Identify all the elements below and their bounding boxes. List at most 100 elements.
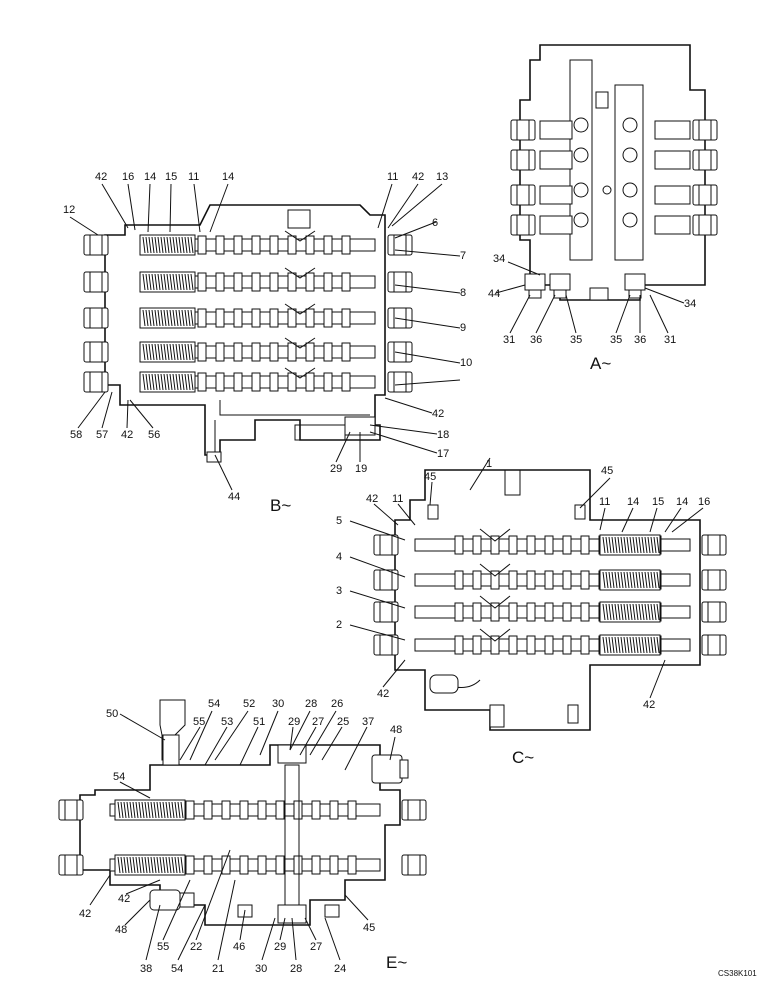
- part-label-e: 37: [362, 716, 374, 728]
- spring-coil: [632, 571, 636, 589]
- spring-coil: [614, 536, 618, 554]
- leader-line: [397, 503, 416, 526]
- leader-line: [209, 183, 229, 233]
- view-c-drawing: [373, 469, 727, 731]
- spring-coil: [184, 309, 188, 327]
- leader-line: [289, 726, 294, 751]
- spring-coil: [151, 309, 155, 327]
- end-plug: [510, 184, 536, 206]
- spring-coil: [154, 273, 158, 291]
- part-label-c: 16: [698, 496, 710, 508]
- spool-land: [311, 800, 321, 820]
- spring-coil: [617, 571, 621, 589]
- passage-line: [284, 337, 316, 349]
- plug: [549, 273, 571, 291]
- spring-coil: [156, 801, 160, 819]
- spring-coil: [608, 536, 612, 554]
- part-label-c: 2: [336, 619, 342, 631]
- spring-coil: [635, 636, 639, 654]
- spool-land: [544, 635, 554, 655]
- part-label-e: 28: [305, 698, 317, 710]
- part-label-a: 31: [503, 334, 515, 346]
- part-label-c: 42: [366, 493, 378, 505]
- part-label-e: 53: [221, 716, 233, 728]
- leader-line: [387, 183, 419, 229]
- port-fitting: [654, 215, 691, 235]
- spool-land: [454, 535, 464, 555]
- spring-coil: [147, 856, 151, 874]
- spool-land: [221, 800, 231, 820]
- leader-line: [324, 917, 341, 961]
- spring-coil: [154, 309, 158, 327]
- part-label-b: 29: [330, 463, 342, 475]
- port-circle: [573, 147, 589, 163]
- spring-coil: [626, 536, 630, 554]
- leader-line: [189, 710, 213, 761]
- spring-coil: [187, 309, 191, 327]
- part-label-b: 44: [228, 491, 240, 503]
- passage-line: [284, 303, 316, 315]
- part-label-b: 13: [436, 171, 448, 183]
- view-label-e: E~: [386, 953, 407, 972]
- view-a-drawing: [510, 44, 718, 301]
- spool-land: [490, 535, 500, 555]
- part-label-e: 48: [390, 724, 402, 736]
- end-plug: [701, 601, 727, 623]
- spring-coil: [166, 273, 170, 291]
- port-fitting: [654, 150, 691, 170]
- spool-land: [323, 308, 333, 328]
- spool-land: [287, 372, 297, 392]
- end-plug: [692, 184, 718, 206]
- part-label-b: 56: [148, 429, 160, 441]
- spring-coil: [160, 309, 164, 327]
- port-circle: [622, 182, 638, 198]
- end-plug: [387, 271, 413, 293]
- spring-coil: [180, 801, 184, 819]
- spool-land: [311, 855, 321, 875]
- spool-land: [329, 800, 339, 820]
- leader-line: [671, 507, 704, 533]
- passage-line: [284, 230, 316, 242]
- spring-coil: [626, 636, 630, 654]
- spring-coil: [151, 236, 155, 254]
- spring-coil: [157, 309, 161, 327]
- port-circle: [573, 212, 589, 228]
- leader-line: [389, 736, 396, 761]
- spring-coil: [178, 309, 182, 327]
- port-circle: [622, 147, 638, 163]
- part-label-e: 50: [106, 708, 118, 720]
- spring-coil: [156, 856, 160, 874]
- leader-line: [344, 894, 369, 921]
- spool-land: [544, 570, 554, 590]
- spring-coil: [148, 343, 152, 361]
- passage-line: [479, 628, 511, 642]
- spring-coil: [623, 636, 627, 654]
- spring-coil: [154, 343, 158, 361]
- spool-land: [233, 342, 243, 362]
- view-b-labels: 42 16 14 15 11 14 11 42 13 12 6 7 8 9 10…: [63, 171, 472, 515]
- part-label-c: 3: [336, 585, 342, 597]
- leader-line: [239, 726, 259, 766]
- leader-line: [394, 221, 437, 239]
- part-label-c: 42: [377, 688, 389, 700]
- spring-coil: [172, 373, 176, 391]
- spring-coil: [126, 856, 130, 874]
- part-label-e: 27: [310, 941, 322, 953]
- spool-land: [287, 235, 297, 255]
- spool-land: [508, 570, 518, 590]
- part-label-a: 44: [488, 288, 500, 300]
- spring-coil: [144, 801, 148, 819]
- leader-line: [193, 183, 201, 233]
- spring-coil: [611, 636, 615, 654]
- spool-land: [293, 800, 303, 820]
- part-label-e: 54: [208, 698, 220, 710]
- spring-coil: [623, 603, 627, 621]
- spool-land: [251, 372, 261, 392]
- spring-coil: [148, 373, 152, 391]
- end-plug: [692, 214, 718, 236]
- spring-coil: [178, 273, 182, 291]
- spool-land: [562, 602, 572, 622]
- spring-coil: [650, 636, 654, 654]
- leader-line: [261, 917, 276, 961]
